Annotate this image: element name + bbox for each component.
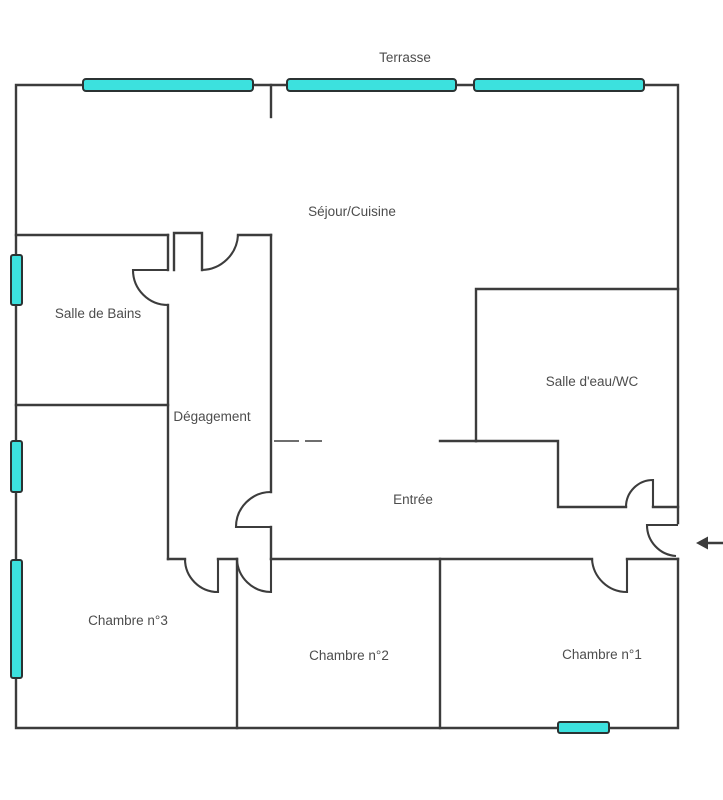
room-label-degagement: Dégagement xyxy=(173,409,251,424)
living-door-frame xyxy=(172,231,204,272)
room-label-chambre-1: Chambre n°1 xyxy=(562,647,642,662)
living-door-swing xyxy=(201,234,240,272)
room-label-chambre-3: Chambre n°3 xyxy=(88,613,168,628)
hallway-door-leaf-and-swing xyxy=(234,490,272,529)
bedroom1-window-icon xyxy=(557,721,610,734)
terrace-window-icon-3 xyxy=(473,78,645,92)
entry-door-leaf-and-swing xyxy=(645,523,678,558)
room-label-terrasse: Terrasse xyxy=(379,50,431,65)
shower-room-walls xyxy=(474,287,680,443)
bathroom-window-icon xyxy=(10,254,23,306)
bedroom3-window-icon-upper xyxy=(10,440,23,493)
room-label-salle-deau-wc: Salle d'eau/WC xyxy=(546,374,639,389)
bedroom3-door-swing-and-leaf xyxy=(183,558,220,594)
exterior-wall xyxy=(14,83,680,730)
terrace-window-icon-2 xyxy=(286,78,457,92)
shower-room-south-walls xyxy=(474,439,628,509)
bathroom-door-leaf-and-swing xyxy=(131,268,169,307)
terrace-window-icon-1 xyxy=(82,78,254,92)
bedroom1-door-swing-and-leaf xyxy=(590,558,629,594)
room-label-entree: Entrée xyxy=(393,492,433,507)
room-label-sejour-cuisine: Séjour/Cuisine xyxy=(308,204,396,219)
room-label-chambre-2: Chambre n°2 xyxy=(309,648,389,663)
entrance-arrow-icon xyxy=(696,536,723,550)
bedroom2-door-swing-and-leaf xyxy=(235,558,273,594)
bedroom3-window-icon-lower xyxy=(10,559,23,679)
room-label-salle-de-bains: Salle de Bains xyxy=(55,306,142,321)
shower-room-door-swing-and-leaf xyxy=(624,478,655,508)
